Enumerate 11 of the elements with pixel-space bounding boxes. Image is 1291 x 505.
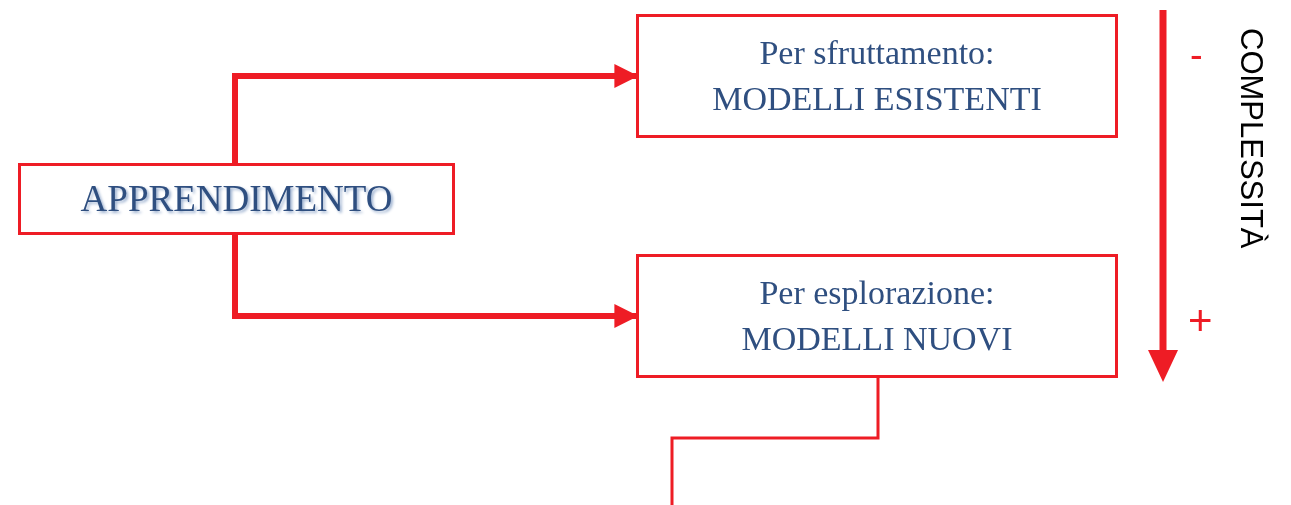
process-box <box>636 14 1118 138</box>
process-box <box>18 163 455 235</box>
box-text: MODELLI NUOVI <box>741 319 1013 359</box>
box-text: MODELLI ESISTENTI <box>712 79 1042 119</box>
plus-sign: + <box>1188 300 1213 342</box>
process-box <box>636 254 1118 378</box>
axis-label: COMPLESSITÀ <box>1236 28 1267 249</box>
box-text: APPRENDIMENTO <box>80 177 393 222</box>
minus-sign: - <box>1190 36 1203 74</box>
box-text: Per esplorazione: <box>759 273 995 314</box>
box-text: Per sfruttamento: <box>759 33 995 74</box>
